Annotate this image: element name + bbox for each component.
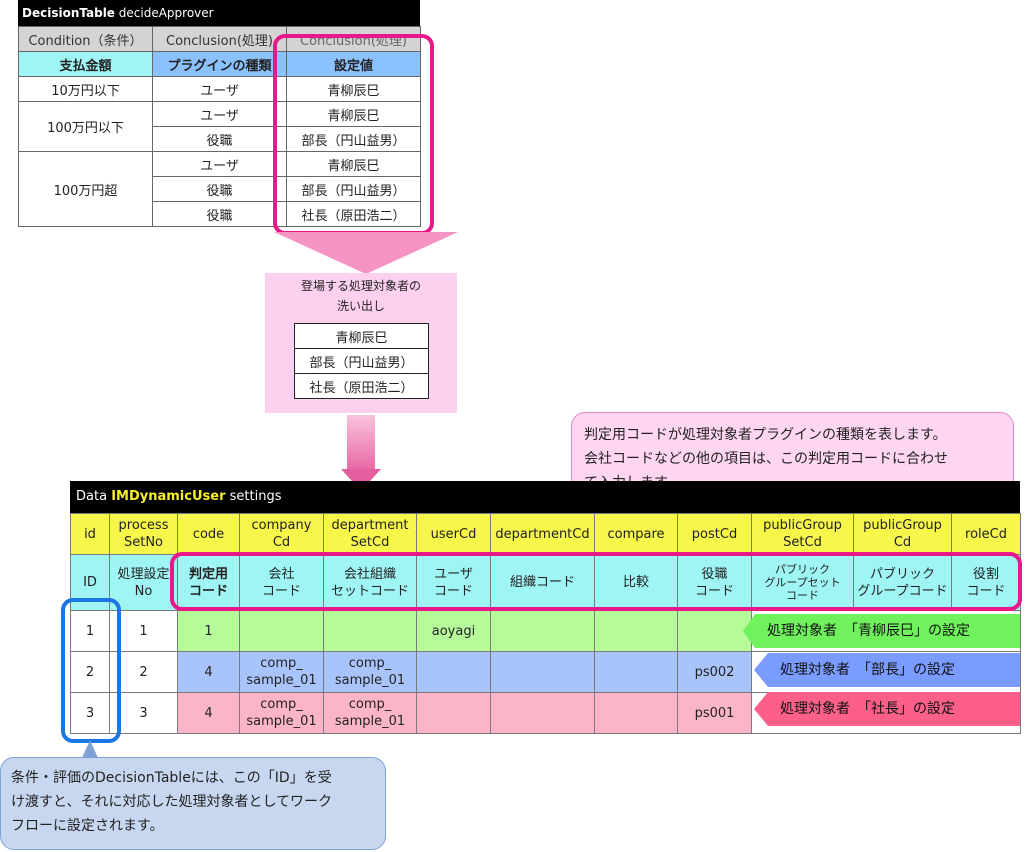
dt-sub-value: 設定値 [286, 51, 421, 77]
dt-sub-amount: 支払金額 [18, 51, 153, 77]
col-header: id [70, 513, 110, 555]
extraction-item: 社長（原田浩二） [294, 373, 429, 399]
id-explanation-callout: 条件・評価のDecisionTableには、この「ID」を受 け渡すと、それに対… [0, 757, 386, 850]
cell-compare [594, 610, 678, 652]
cell-dept-set: comp_ sample_01 [323, 651, 417, 693]
table-row: 2 2 4 comp_ sample_01 comp_ sample_01 ps… [70, 651, 1021, 693]
dt-setting-value: 青柳辰巳 [286, 101, 421, 127]
setting-value-highlight [273, 34, 434, 235]
col-header: department SetCd [323, 513, 417, 555]
data-title-table-name: IMDynamicUser [111, 489, 226, 504]
dt-condition: 100万円以下 [18, 101, 153, 152]
cell-user [416, 651, 491, 693]
dt-setting-value: 社長（原田浩二） [286, 201, 421, 227]
row-label-bucho: 処理対象者 「部長」の設定 [754, 653, 1020, 687]
dt-plugin-type: 役職 [152, 176, 287, 202]
cell-post [677, 610, 752, 652]
dt-header-conclusion: Conclusion(処理) [152, 26, 287, 52]
sub-col-header: パブリック グループセット コード [751, 554, 854, 611]
cell-id: 3 [70, 692, 110, 734]
cell-user: aoyagi [416, 610, 491, 652]
cell-compare [594, 651, 678, 693]
funnel-arrow [274, 232, 458, 274]
row-label-aoyagi: 処理対象者 「青柳辰巳」の設定 [743, 614, 1020, 648]
data-table-title: Data IMDynamicUser settings [70, 481, 1020, 513]
cell-dept-set [323, 610, 417, 652]
cell-id: 2 [70, 651, 110, 693]
sub-col-header: ユーザ コード [416, 554, 491, 611]
col-header: code [177, 513, 240, 555]
dt-setting-value: 青柳辰巳 [286, 76, 421, 102]
cell-code: 4 [177, 651, 240, 693]
cell-id: 1 [70, 610, 110, 652]
dt-setting-value: 青柳辰巳 [286, 151, 421, 177]
sub-col-header: 処理設定 No [109, 554, 178, 611]
col-header: process SetNo [109, 513, 178, 555]
cell-dept [490, 692, 595, 734]
dt-plugin-type: ユーザ [152, 151, 287, 177]
cell-code: 4 [177, 692, 240, 734]
col-header: publicGroup SetCd [751, 513, 854, 555]
col-header: compare [594, 513, 678, 555]
dt-plugin-type: ユーザ [152, 76, 287, 102]
row-label-shacho: 処理対象者 「社長」の設定 [754, 692, 1020, 726]
cell-dept [490, 651, 595, 693]
dt-plugin-type: 役職 [152, 201, 287, 227]
dt-plugin-type: ユーザ [152, 101, 287, 127]
cell-post: ps002 [677, 651, 752, 693]
imdynamicuser-table: id process SetNo code company Cd departm… [70, 513, 1021, 734]
dt-sub-plugin: プラグインの種類 [152, 51, 287, 77]
sub-col-header: 役割 コード [951, 554, 1021, 611]
decision-table: Condition（条件） Conclusion(処理) Conclusion(… [18, 26, 421, 227]
sub-col-header: 比較 [594, 554, 678, 611]
dt-condition: 100万円超 [18, 151, 153, 227]
data-title-prefix: Data [76, 489, 108, 504]
sub-col-header: パブリック グループコード [853, 554, 952, 611]
cell-company: comp_ sample_01 [239, 692, 324, 734]
extraction-list: 青柳辰巳 部長（円山益男） 社長（原田浩二） [294, 323, 429, 399]
callout-tail [82, 740, 98, 758]
sub-col-header: 会社組織 セットコード [323, 554, 417, 611]
dt-plugin-type: 役職 [152, 126, 287, 152]
id-column-highlight [61, 598, 121, 743]
code-row-highlight [170, 552, 1022, 611]
cell-company [239, 610, 324, 652]
cell-company: comp_ sample_01 [239, 651, 324, 693]
data-title-suffix: settings [229, 489, 282, 504]
cell-code: 1 [177, 610, 240, 652]
col-header: departmentCd [490, 513, 595, 555]
extraction-title: 登場する処理対象者の 洗い出し [300, 279, 421, 313]
col-header: postCd [677, 513, 752, 555]
cell-post: ps001 [677, 692, 752, 734]
sub-col-header: 会社 コード [239, 554, 324, 611]
cell-user [416, 692, 491, 734]
cell-dept-set: comp_ sample_01 [323, 692, 417, 734]
decision-table-title: DecisionTable decideApprover [18, 0, 420, 26]
dt-header-condition: Condition（条件） [18, 26, 153, 52]
decision-table-title-name: decideApprover [118, 6, 214, 20]
extraction-item: 青柳辰巳 [294, 323, 429, 349]
down-arrow-shaft [347, 415, 375, 469]
dt-condition: 10万円以下 [18, 76, 153, 102]
col-header: userCd [416, 513, 491, 555]
dt-setting-value: 部長（円山益男） [286, 126, 421, 152]
decision-table-title-bold: DecisionTable [22, 6, 115, 20]
col-header: company Cd [239, 513, 324, 555]
cell-dept [490, 610, 595, 652]
cell-compare [594, 692, 678, 734]
col-header: roleCd [951, 513, 1021, 555]
sub-col-header: 組織コード [490, 554, 595, 611]
sub-col-header: 役職 コード [677, 554, 752, 611]
extraction-item: 部長（円山益男） [294, 348, 429, 374]
col-header: publicGroup Cd [853, 513, 952, 555]
